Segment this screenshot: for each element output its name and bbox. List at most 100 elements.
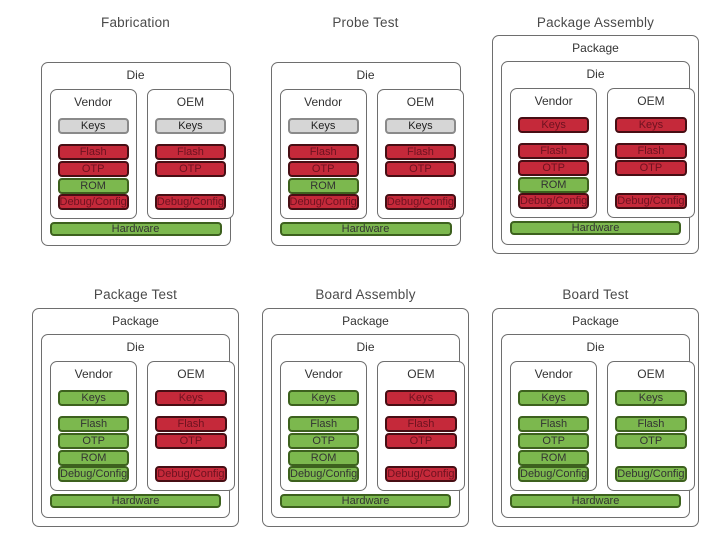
oem-keys-chip: Keys [384, 118, 457, 134]
package-label: Package [572, 41, 619, 55]
die-label: Die [586, 340, 605, 354]
stage-title: Package Assembly [536, 15, 655, 30]
oem-label: OEM [176, 95, 205, 109]
die-columns: Vendor Keys Flash OTP ROM Debug/Config O… [50, 361, 235, 491]
stage-title: Package Test [93, 287, 178, 302]
vendor-keys-chip: Keys [57, 118, 129, 134]
die-label: Die [126, 68, 145, 82]
vendor-label: Vendor [304, 367, 343, 381]
vendor-otp-chip: OTP [518, 160, 590, 176]
oem-box: OEM Keys Flash OTP Debug/Config [607, 361, 695, 491]
vendor-box: Vendor Keys Flash OTP ROM Debug/Config [279, 89, 367, 219]
oem-label: OEM [406, 95, 435, 109]
oem-memory-group: Flash OTP [385, 416, 457, 449]
oem-box: OEM Keys Flash OTP Debug/Config [147, 361, 235, 491]
oem-box: OEM Keys Flash OTP Debug/Config [607, 88, 695, 218]
oem-label: OEM [177, 367, 205, 381]
oem-otp-chip: OTP [155, 433, 227, 449]
oem-flash-chip: Flash [615, 143, 687, 159]
vendor-keys-chip: Keys [518, 117, 590, 133]
die-box: Die Vendor Keys Flash OTP ROM Debug/Conf… [270, 62, 465, 246]
die-box: Die Vendor Keys Flash OTP ROM Debug/Conf… [501, 334, 695, 518]
oem-keys-chip: Keys [154, 118, 227, 134]
oem-flash-chip: Flash [155, 416, 227, 432]
package-box: Package Die Vendor Keys Flash OTP ROM [492, 35, 699, 254]
package-label: Package [112, 314, 159, 328]
stage-title: Fabrication [101, 15, 170, 30]
vendor-rom-chip: ROM [57, 178, 129, 194]
oem-flash-chip: Flash [385, 416, 457, 432]
package-box: Package Die Vendor Keys Flash OTP ROM [492, 308, 699, 527]
stage-title: Probe Test [332, 15, 399, 30]
package-label: Package [572, 314, 619, 328]
vendor-box: Vendor Keys Flash OTP ROM Debug/Config [510, 361, 598, 491]
vendor-box: Vendor Keys Flash OTP ROM Debug/Config [50, 361, 138, 491]
vendor-debug-config-chip: Debug/Config [58, 466, 130, 482]
oem-debug-config-chip: Debug/Config [154, 194, 227, 210]
oem-keys-chip: Keys [385, 390, 457, 406]
stage-diagram: Package Die Vendor Keys Flash OTP ROM [492, 308, 699, 527]
lifecycle-stage: Fabrication Package Die Vendor Keys Flas… [31, 0, 240, 272]
oem-keys-chip: Keys [615, 390, 687, 406]
oem-label: OEM [637, 367, 665, 381]
vendor-debug-config-chip: Debug/Config [288, 466, 360, 482]
lifecycle-stage: Package Assembly Package Die Vendor Keys… [491, 0, 700, 272]
stage-diagram: Package Die Vendor Keys Flash OTP ROM [40, 62, 235, 246]
oem-flash-chip: Flash [384, 144, 457, 160]
lifecycle-stage: Probe Test Package Die Vendor Keys Flash… [261, 0, 470, 272]
vendor-memory-group: Flash OTP ROM [518, 143, 590, 193]
stage-title: Board Test [562, 287, 629, 302]
vendor-keys-chip: Keys [518, 390, 590, 406]
vendor-box: Vendor Keys Flash OTP ROM Debug/Config [280, 361, 368, 491]
oem-label: OEM [407, 367, 435, 381]
die-columns: Vendor Keys Flash OTP ROM Debug/Config O… [280, 361, 465, 491]
vendor-flash-chip: Flash [518, 143, 590, 159]
vendor-keys-chip: Keys [58, 390, 130, 406]
stage-diagram: Package Die Vendor Keys Flash OTP ROM [270, 62, 465, 246]
vendor-box: Vendor Keys Flash OTP ROM Debug/Config [510, 88, 598, 218]
vendor-flash-chip: Flash [518, 416, 590, 432]
stages-row-top: Fabrication Package Die Vendor Keys Flas… [0, 0, 719, 272]
oem-memory-group: Flash OTP [155, 416, 227, 449]
vendor-box: Vendor Keys Flash OTP ROM Debug/Config [49, 89, 137, 219]
die-columns: Vendor Keys Flash OTP ROM Debug/Config O… [49, 89, 235, 219]
hardware-bar: Hardware [280, 494, 451, 508]
vendor-memory-group: Flash OTP ROM [518, 416, 590, 466]
stage-diagram: Package Die Vendor Keys Flash OTP ROM [262, 308, 469, 527]
oem-keys-chip: Keys [615, 117, 687, 133]
vendor-otp-chip: OTP [288, 433, 360, 449]
vendor-flash-chip: Flash [288, 416, 360, 432]
vendor-label: Vendor [304, 95, 343, 109]
vendor-rom-chip: ROM [288, 450, 360, 466]
vendor-rom-chip: ROM [287, 178, 359, 194]
die-box: Die Vendor Keys Flash OTP ROM Debug/Conf… [271, 334, 465, 518]
vendor-otp-chip: OTP [58, 433, 130, 449]
hardware-bar: Hardware [49, 222, 222, 236]
vendor-flash-chip: Flash [58, 416, 130, 432]
die-label: Die [126, 340, 145, 354]
vendor-keys-chip: Keys [288, 390, 360, 406]
stage-diagram: Package Die Vendor Keys Flash OTP ROM [492, 35, 699, 254]
vendor-rom-chip: ROM [518, 450, 590, 466]
vendor-rom-chip: ROM [518, 177, 590, 193]
oem-box: OEM Keys Flash OTP Debug/Config [376, 89, 465, 219]
oem-debug-config-chip: Debug/Config [385, 466, 457, 482]
oem-debug-config-chip: Debug/Config [615, 193, 687, 209]
lifecycle-stage: Package Test Package Die Vendor Keys Fla… [31, 272, 240, 545]
lifecycle-stage: Board Assembly Package Die Vendor Keys F… [261, 272, 470, 545]
die-columns: Vendor Keys Flash OTP ROM Debug/Config O… [279, 89, 465, 219]
vendor-label: Vendor [534, 367, 573, 381]
die-box: Die Vendor Keys Flash OTP ROM Debug/Conf… [501, 61, 695, 245]
vendor-debug-config-chip: Debug/Config [518, 193, 590, 209]
oem-memory-group: Flash OTP [384, 144, 457, 177]
oem-debug-config-chip: Debug/Config [155, 466, 227, 482]
oem-otp-chip: OTP [615, 433, 687, 449]
die-columns: Vendor Keys Flash OTP ROM Debug/Config O… [510, 361, 695, 491]
package-label: Package [342, 314, 389, 328]
vendor-otp-chip: OTP [57, 161, 129, 177]
oem-otp-chip: OTP [615, 160, 687, 176]
vendor-label: Vendor [74, 95, 113, 109]
oem-memory-group: Flash OTP [615, 416, 687, 449]
die-box: Die Vendor Keys Flash OTP ROM Debug/Conf… [41, 334, 235, 518]
vendor-rom-chip: ROM [58, 450, 130, 466]
